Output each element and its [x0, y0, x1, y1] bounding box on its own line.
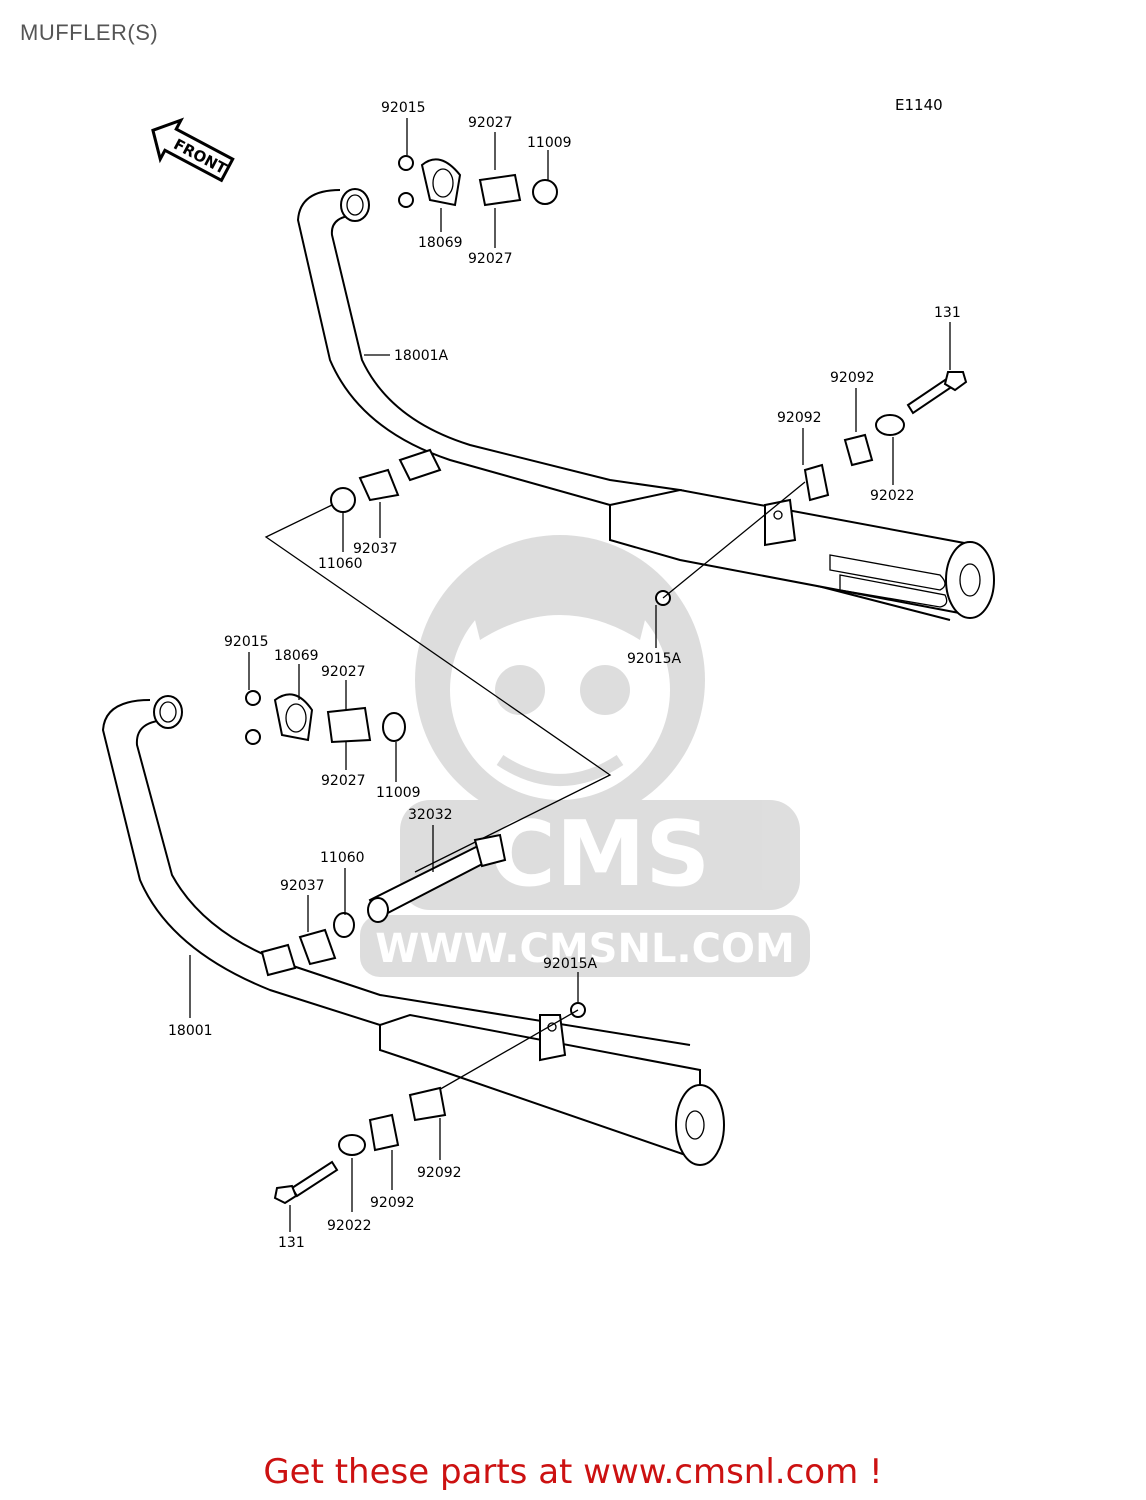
label-92027-lower: 92027	[321, 664, 366, 680]
label-18001: 18001	[168, 1023, 213, 1039]
front-arrow-icon: FRONT	[151, 117, 235, 183]
exhaust-pipe-18001	[101, 695, 691, 1091]
label-92037-lower: 92037	[280, 878, 325, 894]
label-18001a: 18001A	[394, 348, 449, 364]
label-18069-lower: 18069	[274, 648, 319, 664]
exhaust-pipe-18001a	[296, 188, 976, 621]
label-92092-l2: 92092	[370, 1195, 415, 1211]
page-title: MUFFLER(S)	[20, 20, 159, 45]
label-92015a-lower: 92015A	[543, 956, 598, 972]
leader-lines	[189, 118, 951, 1232]
upper-mount-hardware	[655, 371, 968, 606]
label-131-left: 131	[278, 1235, 305, 1251]
crossover-link-lines	[264, 504, 612, 873]
label-11060-lower: 11060	[320, 850, 365, 866]
part-labels: 92015 92027 11009 18069 92027 18001A 131…	[168, 100, 961, 1251]
label-92037-upper: 92037	[353, 541, 398, 557]
footer-link[interactable]: Get these parts at www.cmsnl.com !	[263, 1452, 883, 1492]
label-92027-top: 92027	[468, 115, 513, 131]
exploded-parts-diagram: CMS WWW.CMSNL.COM E1140 FRONT	[101, 96, 995, 1251]
label-11009-top: 11009	[527, 135, 572, 151]
label-92092-r1: 92092	[830, 370, 875, 386]
label-92027-top-b: 92027	[468, 251, 513, 267]
muffler-upper	[609, 488, 995, 619]
label-92092-l1: 92092	[417, 1165, 462, 1181]
label-92022-right: 92022	[870, 488, 915, 504]
cms-watermark: CMS WWW.CMSNL.COM	[360, 535, 810, 977]
watermark-brand: CMS	[490, 802, 710, 907]
lower-flange-parts	[245, 690, 507, 966]
watermark-url: WWW.CMSNL.COM	[375, 926, 795, 972]
label-92092-r2: 92092	[777, 410, 822, 426]
label-32032: 32032	[408, 807, 453, 823]
label-92015-top: 92015	[381, 100, 426, 116]
label-92015a-upper: 92015A	[627, 651, 682, 667]
lower-mount-hardware	[273, 1002, 586, 1205]
label-92015-lower: 92015	[224, 634, 269, 650]
label-11009-lower: 11009	[376, 785, 421, 801]
muffler-lower	[379, 1013, 725, 1166]
label-92022-left: 92022	[327, 1218, 372, 1234]
label-11060-upper: 11060	[318, 556, 363, 572]
diagram-code: E1140	[895, 96, 943, 114]
upper-flange-parts	[330, 155, 558, 513]
label-92027-lower-b: 92027	[321, 773, 366, 789]
label-18069-top: 18069	[418, 235, 463, 251]
label-131-right: 131	[934, 305, 961, 321]
